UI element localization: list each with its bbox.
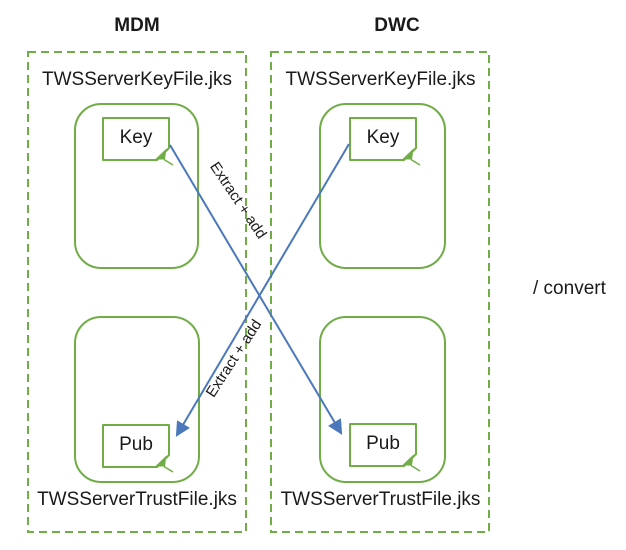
dwc-pub-doc-label: Pub [366, 433, 400, 454]
mdm-key-doc-label: Key [119, 127, 153, 148]
mdm-keystore-shape [74, 103, 199, 269]
mdm-key-doc-icon [102, 117, 174, 166]
dwc-keystore-shape [319, 103, 446, 269]
mdm-pub-doc-label: Pub [119, 434, 153, 455]
dwc-truststore-filename: TWSServerTrustFile.jks [280, 489, 481, 510]
mdm-truststore-filename: TWSServerTrustFile.jks [37, 489, 237, 510]
mdm-pub-doc-icon [102, 424, 174, 473]
convert-note: / convert [533, 278, 606, 299]
arrow-dwc-key-to-mdm-pub [175, 143, 350, 437]
arrow-mdm-key-to-dwc-pub [169, 144, 343, 435]
dwc-column-title: DWC [374, 15, 420, 36]
dwc-pub-doc-icon [349, 423, 421, 472]
mdm-column-title: MDM [114, 15, 160, 36]
mdm-group-border [27, 51, 247, 533]
dwc-group-border [270, 51, 490, 533]
dwc-key-doc-label: Key [366, 127, 400, 148]
dwc-key-doc-icon [349, 117, 421, 166]
mdm-keystore-filename: TWSServerKeyFile.jks [41, 69, 233, 90]
dwc-keystore-filename: TWSServerKeyFile.jks [285, 69, 476, 90]
